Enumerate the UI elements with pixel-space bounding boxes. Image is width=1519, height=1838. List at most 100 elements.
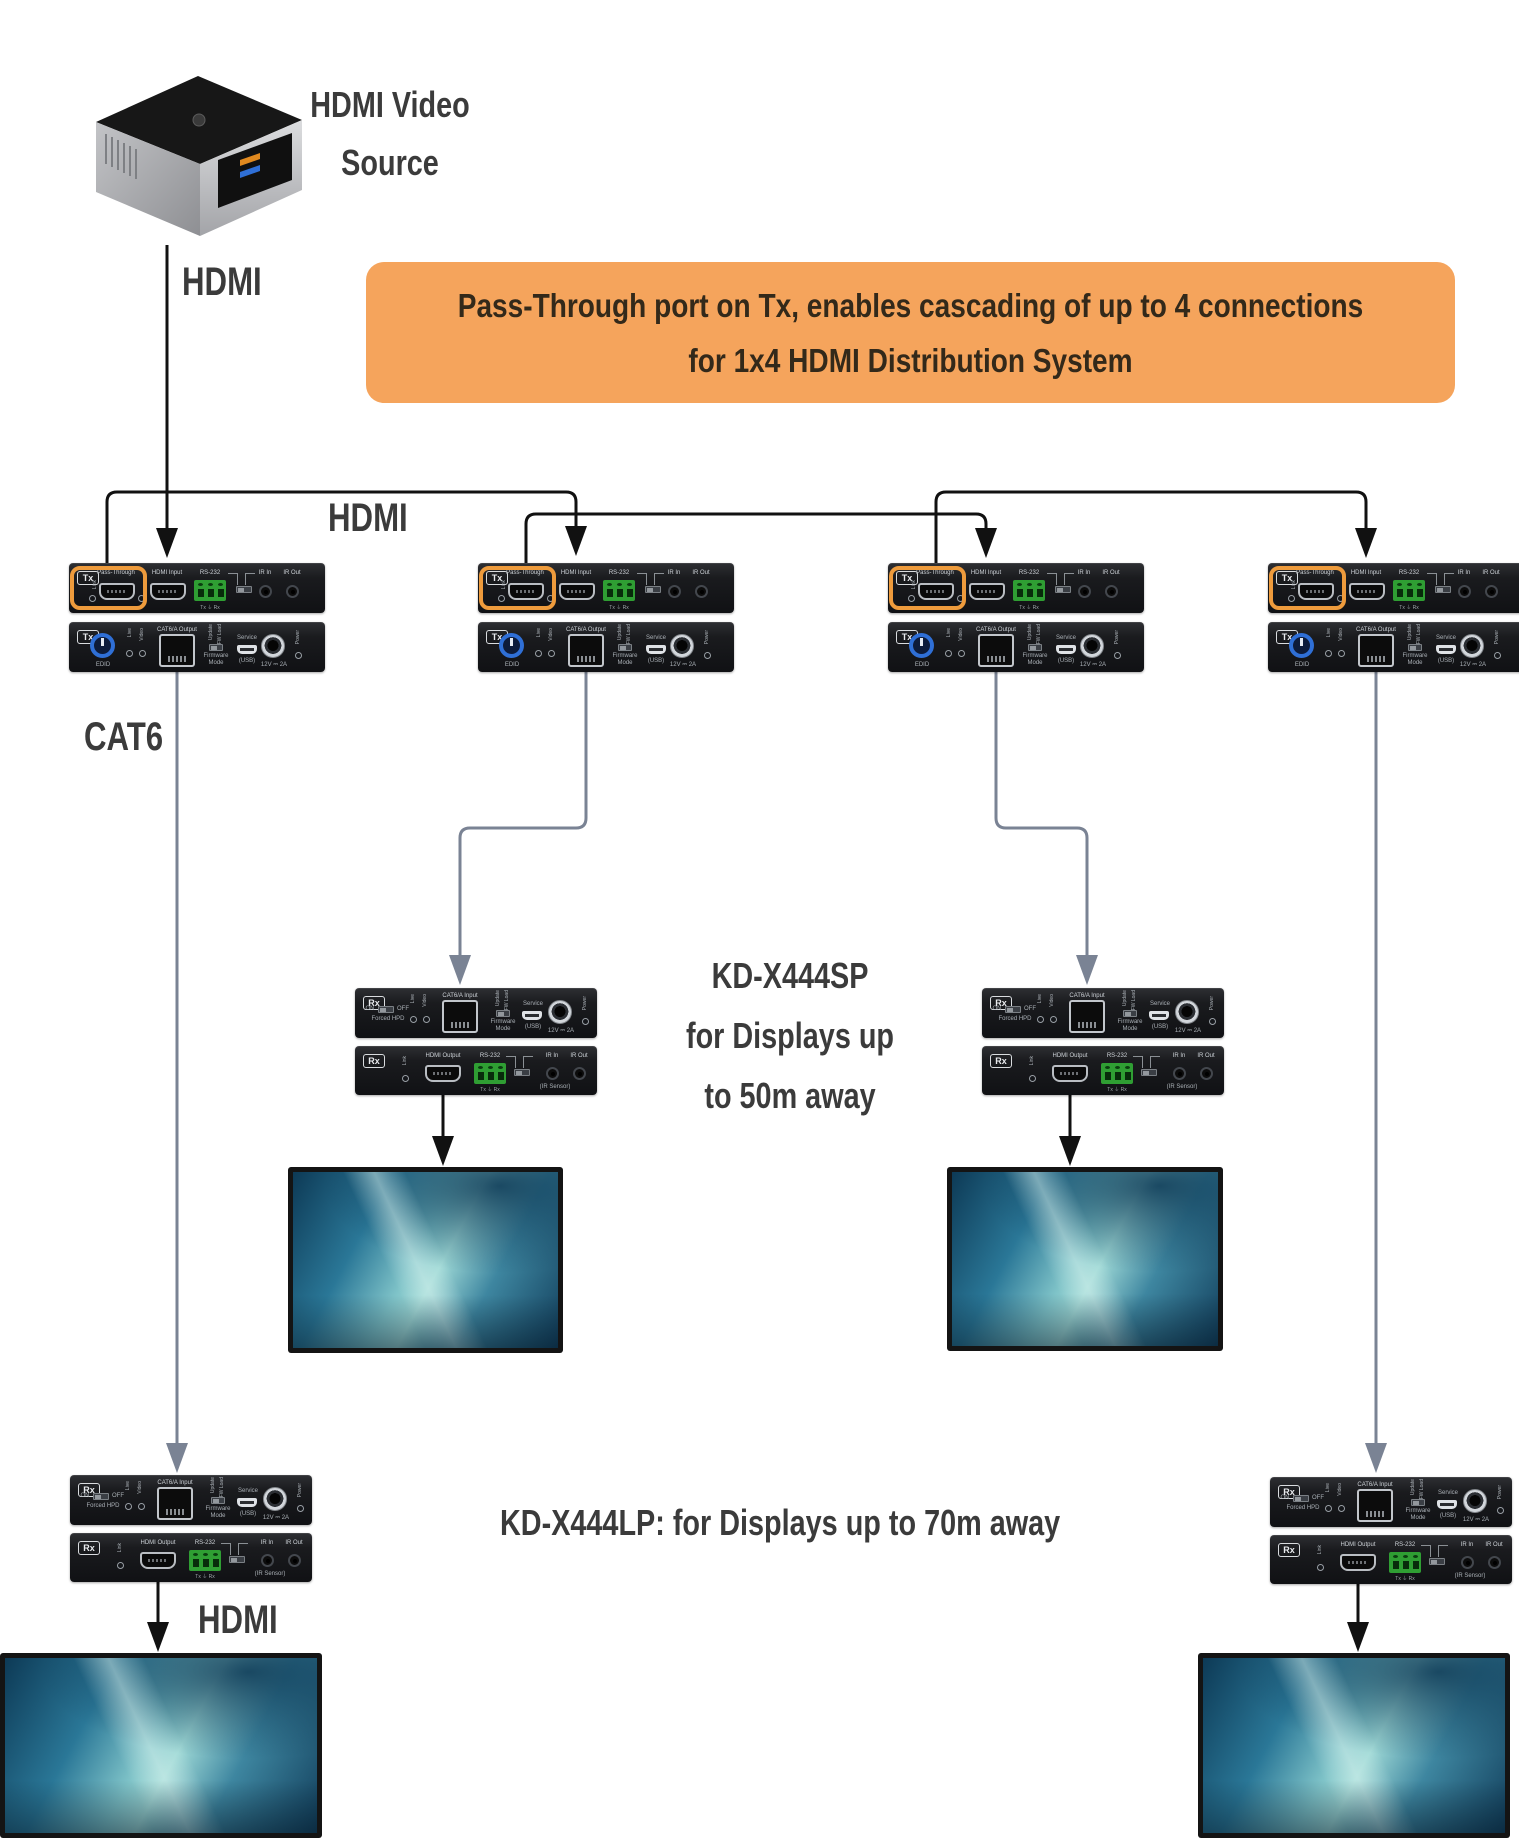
hdmi-cable-label-bottom: HDMI (198, 1598, 278, 1642)
forced-hpd-label: Forced HPD (1286, 1505, 1320, 1511)
live-led (945, 650, 952, 657)
service-label: Service (1055, 635, 1076, 641)
arrow-icon (975, 528, 997, 558)
cat-input-rj45-port (1357, 1489, 1393, 1522)
power-led (704, 652, 711, 659)
rs232-pin-labels: Tx ⏚ Rx (1399, 605, 1419, 611)
live-led-label: Live (410, 994, 416, 1004)
hdmi-output-port (1340, 1554, 1376, 1571)
hpd-off-label: OFF (112, 1493, 124, 1499)
wiring-bracket (1444, 573, 1454, 585)
power-label: Power (295, 630, 301, 645)
power-led (297, 1505, 304, 1512)
hdmi-output-label: HDMI Output (140, 1540, 176, 1546)
power-led (1114, 652, 1121, 659)
forced-hpd-switch (378, 1006, 394, 1013)
ir-in-jack (668, 585, 681, 598)
firmware-mode-label: Firmware Mode (1117, 1019, 1143, 1032)
fw-load-label: FW Load (1419, 1479, 1425, 1500)
power-rating-label: 12V ⎓ 2A (1459, 662, 1487, 668)
wiring-bracket (245, 573, 255, 585)
cat-input-rj45-port (1069, 1000, 1105, 1033)
wiring-bracket (637, 573, 647, 585)
usb-label: (USB) (647, 658, 665, 664)
screw-icon (908, 595, 915, 602)
cat-input-label: CAT6/A Input (1069, 993, 1105, 999)
pass-through-label: Pass-Through (1296, 570, 1334, 576)
hdmi-input-port (969, 583, 1005, 600)
arrow-icon (1059, 1136, 1081, 1166)
rx-hdmi-panel: Rx Link HDMI Output RS-232 Tx ⏚ Rx IR In… (1270, 1535, 1512, 1584)
ir-in-jack (1173, 1067, 1186, 1080)
cat-input-label: CAT6/A Input (442, 993, 478, 999)
rs232-label: RS-232 (1106, 1053, 1128, 1059)
cat6-cable-3 (994, 672, 1089, 956)
service-usb-port (522, 1011, 542, 1020)
usb-label: (USB) (238, 658, 256, 664)
power-jack (670, 634, 694, 658)
arrow-icon (166, 1443, 188, 1473)
ir-out-label: IR Out (1102, 570, 1120, 576)
rs232-label: RS-232 (608, 570, 630, 576)
update-label: Update (208, 624, 214, 641)
firmware-mode-switch (1028, 644, 1042, 651)
hpd-on-label: ON (992, 1006, 1002, 1012)
service-usb-port (646, 645, 666, 654)
tx-front-panel: Tx Pass-Through Link HDMI Input RS-232 T… (1268, 563, 1519, 613)
pass-through-highlight-ring (1269, 566, 1346, 610)
ir-sensor-label: (IR Sensor) (1454, 1573, 1486, 1579)
usb-label: (USB) (1151, 1024, 1169, 1030)
hdmi-output-port (425, 1065, 461, 1082)
ir-sensor-label: (IR Sensor) (254, 1571, 286, 1577)
wiring-bracket (654, 573, 664, 585)
power-label: Power (704, 630, 710, 645)
cat-output-label: CAT6/A Output (976, 627, 1016, 633)
ir-in-label: IR In (667, 570, 681, 576)
service-label: Service (237, 1488, 258, 1494)
display-4-screen (1203, 1658, 1505, 1833)
ir-out-label: IR Out (1197, 1053, 1215, 1059)
fw-load-label: FW Load (1131, 990, 1137, 1011)
ir-out-label: IR Out (1482, 570, 1500, 576)
hpd-off-label: OFF (1312, 1495, 1324, 1501)
tx-front-panel: Tx Pass-Through Link HDMI Input RS-232 T… (478, 563, 734, 613)
display-1-screen (293, 1172, 558, 1348)
video-led (139, 650, 146, 657)
video-led (1338, 650, 1345, 657)
firmware-mode-switch (1123, 1010, 1137, 1017)
hpd-on-label: ON (365, 1006, 375, 1012)
ir-out-jack (288, 1554, 301, 1567)
forced-hpd-switch (93, 1493, 109, 1500)
wiring-bracket (523, 1056, 533, 1068)
arrow-icon (1347, 1622, 1369, 1652)
power-led (582, 1018, 589, 1025)
service-label: Service (1435, 635, 1456, 641)
link-led (117, 1562, 124, 1569)
ir-in-jack (1458, 585, 1471, 598)
power-led (1209, 1018, 1216, 1025)
arrow-icon (1355, 528, 1377, 558)
edid-dial (909, 633, 934, 658)
power-label: Power (1497, 1485, 1503, 1500)
rs232-pin-labels: Tx ⏚ Rx (195, 1574, 215, 1580)
fw-load-label: FW Load (504, 990, 510, 1011)
rx-logo: Rx (1278, 1485, 1300, 1499)
forced-hpd-label: Forced HPD (86, 1503, 120, 1509)
update-label: Update (495, 990, 501, 1007)
hdmi-output-label: HDMI Output (1052, 1053, 1088, 1059)
ir-out-label: IR Out (570, 1053, 588, 1059)
hdmi-input-label: HDMI Input (560, 570, 592, 576)
rs232-pin-labels: Tx ⏚ Rx (1395, 1576, 1415, 1582)
ir-in-label: IR In (1077, 570, 1091, 576)
rs232-pin-labels: Tx ⏚ Rx (1019, 605, 1039, 611)
edid-dial (1289, 633, 1314, 658)
pass-through-hdmi-port (99, 583, 135, 600)
rs232-terminal (1013, 580, 1045, 601)
service-label: Service (236, 635, 257, 641)
update-label: Update (1122, 990, 1128, 1007)
service-usb-port (1149, 1011, 1169, 1020)
rx-hdmi-panel: Rx Link HDMI Output RS-232 Tx ⏚ Rx IR In… (355, 1046, 597, 1095)
video-led (138, 1503, 145, 1510)
